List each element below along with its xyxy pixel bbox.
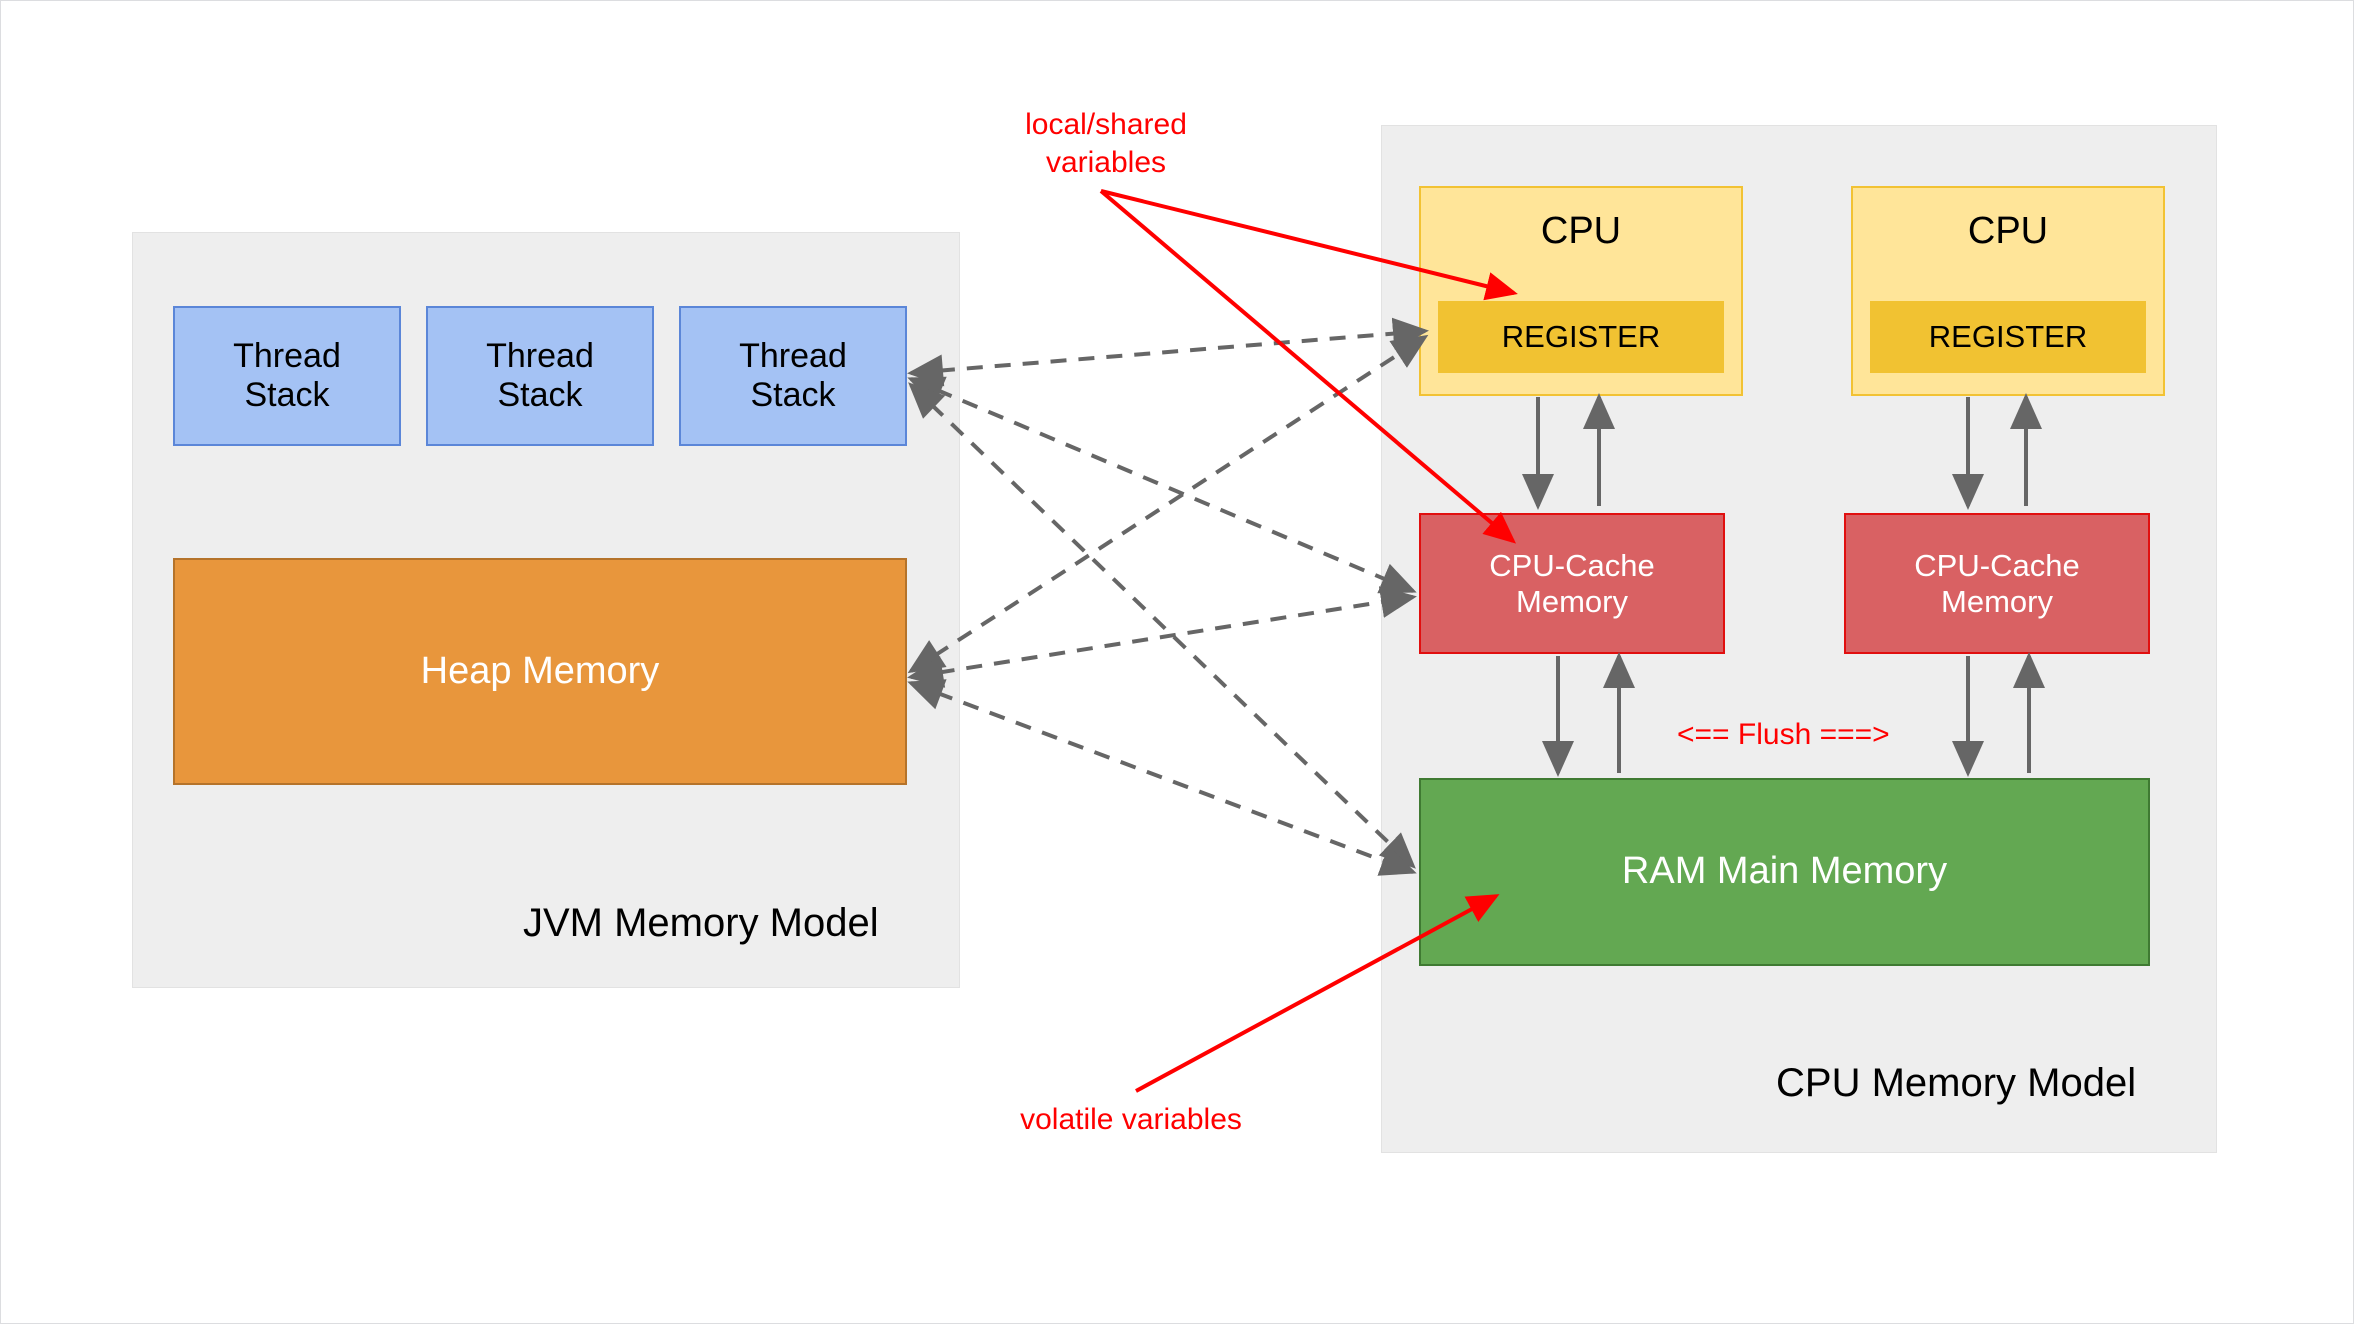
edge-heap-cache: [907, 586, 1417, 688]
thread-stack-box-2[interactable]: Thread Stack: [426, 306, 654, 446]
register-box-1[interactable]: REGISTER: [1438, 301, 1724, 373]
flush-label: <== Flush ===>: [1677, 718, 1890, 751]
jvm-panel-label: JVM Memory Model: [523, 901, 879, 945]
cpu-cache-label: CPU-Cache Memory: [1914, 547, 2080, 619]
cpu-title-label: CPU: [1967, 210, 2049, 252]
cpu-title-label: CPU: [1540, 210, 1622, 252]
cpu-cache-box-2[interactable]: CPU-Cache Memory: [1844, 513, 2150, 654]
edge-heap-ram: [907, 679, 1417, 876]
volatile-variables-annotation: volatile variables: [1020, 1103, 1242, 1136]
local-shared-variables-annotation: local/shared variables: [1025, 108, 1187, 179]
ram-main-memory-label: RAM Main Memory: [1621, 850, 1948, 893]
edge-threadstack-cache: [907, 376, 1417, 594]
cpu-cache-box-1[interactable]: CPU-Cache Memory: [1419, 513, 1725, 654]
register-label: REGISTER: [1928, 319, 2088, 355]
register-box-2[interactable]: REGISTER: [1870, 301, 2146, 373]
edge-heap-register: [907, 334, 1429, 674]
edge-threadstack-register: [907, 317, 1429, 387]
thread-stack-box-3[interactable]: Thread Stack: [679, 306, 907, 446]
register-label: REGISTER: [1501, 319, 1661, 355]
thread-stack-label: Thread Stack: [739, 336, 847, 414]
thread-stack-label: Thread Stack: [486, 336, 594, 414]
thread-stack-box-1[interactable]: Thread Stack: [173, 306, 401, 446]
edge-threadstack-ram: [908, 382, 1416, 869]
heap-memory-label: Heap Memory: [420, 649, 660, 692]
cpu-panel-label: CPU Memory Model: [1776, 1061, 2137, 1105]
cpu-cache-label: CPU-Cache Memory: [1489, 547, 1655, 619]
ram-main-memory-box[interactable]: RAM Main Memory: [1419, 778, 2150, 966]
thread-stack-label: Thread Stack: [233, 336, 341, 414]
heap-memory-box[interactable]: Heap Memory: [173, 558, 907, 785]
